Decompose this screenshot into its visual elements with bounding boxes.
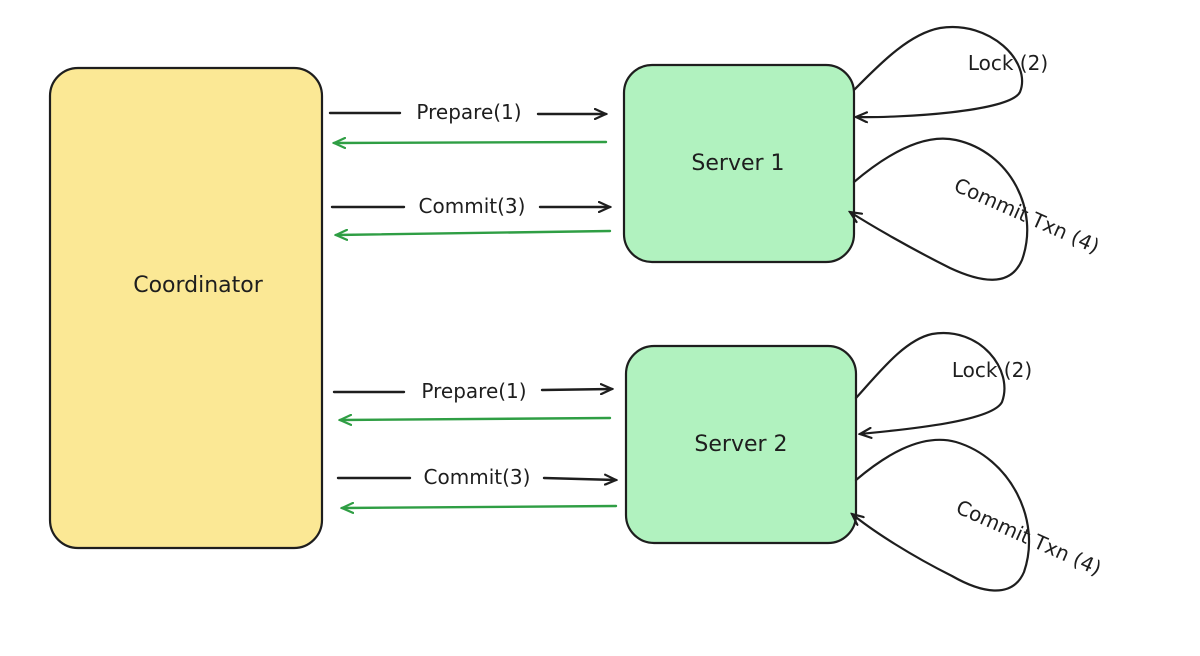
s1-prepare-edge: Prepare(1): [328, 100, 606, 124]
s1-lock-label: Lock (2): [968, 51, 1048, 75]
s1-prepare-response-arrow: [334, 142, 608, 143]
s1-commit-label: Commit(3): [419, 194, 526, 218]
s1-commit-response-arrow: [336, 231, 612, 235]
s2-lock-loop: Lock (2): [854, 331, 1032, 434]
s2-prepare-arrow: [540, 389, 612, 390]
s2-lock-loop-arrow: [854, 331, 1006, 434]
s2-commit-response-arrow: [342, 506, 618, 508]
server2-label: Server 2: [694, 432, 787, 457]
coordinator-label: Coordinator: [133, 273, 264, 298]
s1-commit-txn-loop-arrow: [850, 137, 1029, 281]
s2-commit-edge: Commit(3): [336, 465, 616, 489]
s1-commit-txn-loop: Commit Txn (4): [850, 137, 1103, 281]
s2-commit-txn-loop-arrow: [852, 438, 1031, 592]
server2-box: [624, 344, 858, 545]
s2-commit-arrow: [542, 478, 616, 480]
s1-commit-edge: Commit(3): [330, 194, 610, 218]
server1-box: [622, 63, 856, 264]
s1-prepare-label: Prepare(1): [416, 100, 521, 124]
s2-commit-txn-loop: Commit Txn (4): [852, 438, 1106, 592]
s2-lock-label: Lock (2): [952, 358, 1032, 382]
s2-prepare-edge: Prepare(1): [332, 379, 612, 403]
s1-lock-loop-arrow: [852, 25, 1024, 117]
server1-label: Server 1: [691, 151, 784, 176]
s1-lock-loop: Lock (2): [852, 25, 1048, 117]
s2-commit-label: Commit(3): [424, 465, 531, 489]
server1-node: Server 1: [622, 63, 856, 264]
coordinator-box: [48, 66, 324, 550]
s2-prepare-label: Prepare(1): [421, 379, 526, 403]
s2-prepare-response-arrow: [340, 418, 612, 420]
s2-commit-txn-label: Commit Txn (4): [953, 495, 1106, 581]
coordinator-node: Coordinator: [48, 66, 324, 550]
server2-node: Server 2: [624, 344, 858, 545]
